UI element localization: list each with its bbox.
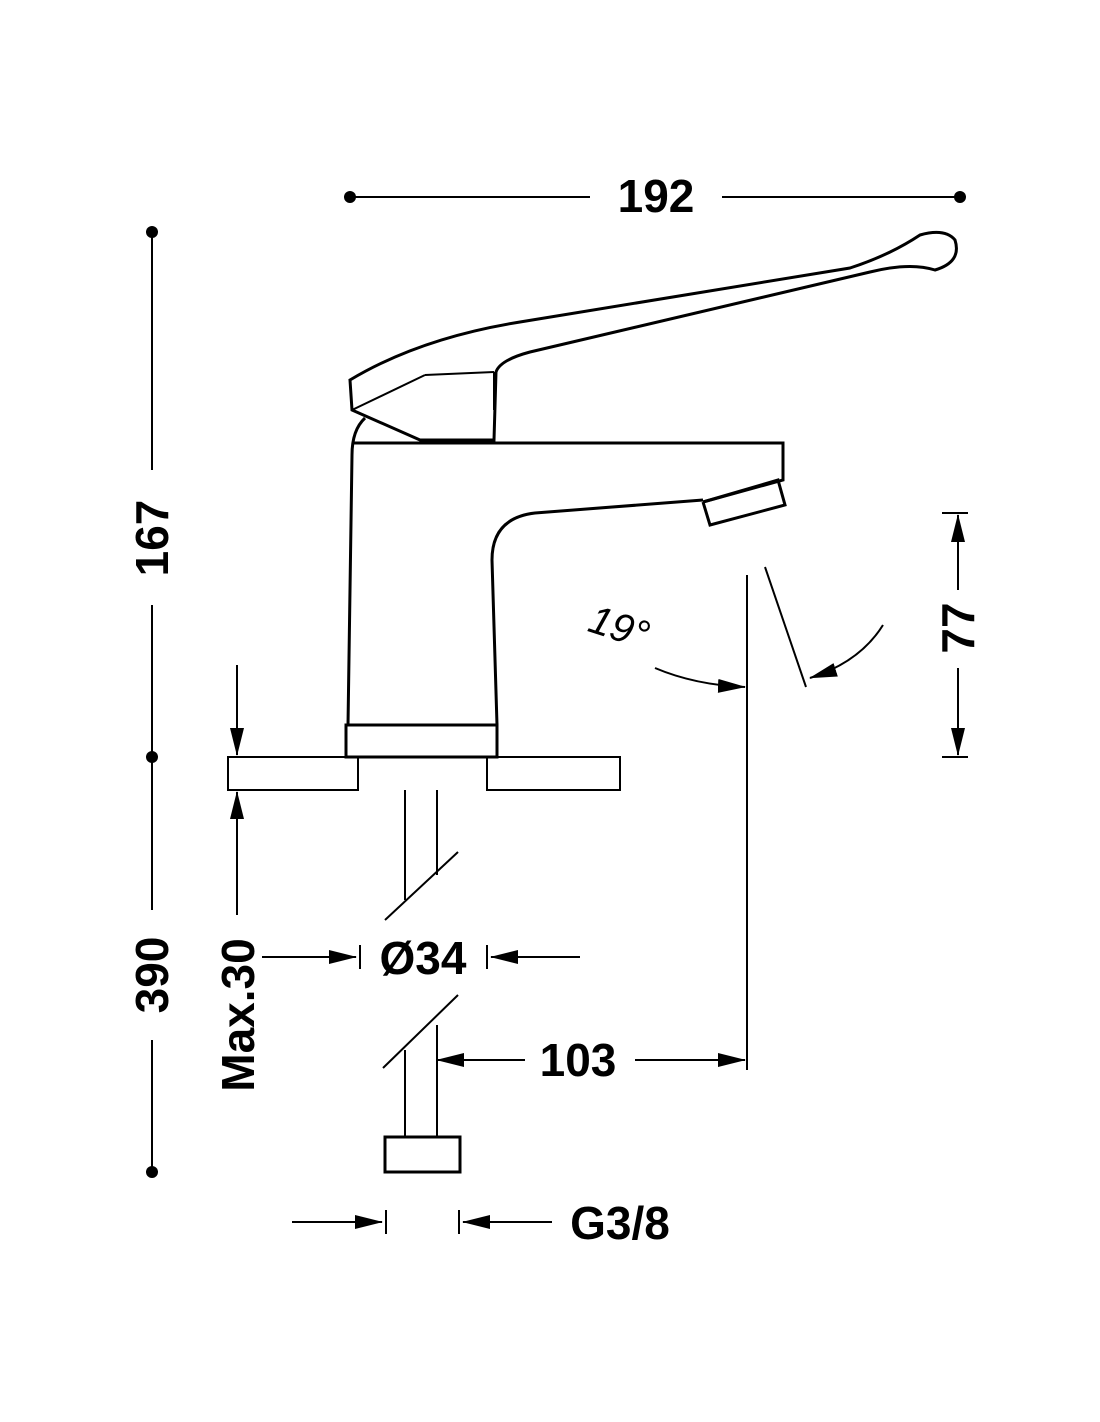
width-label: 192 bbox=[618, 170, 695, 222]
height-label: 167 bbox=[126, 500, 178, 577]
hole-diameter-label: Ø34 bbox=[380, 932, 467, 984]
reach-dimension: 103 bbox=[436, 575, 748, 1086]
supply-pipe bbox=[382, 790, 462, 1174]
width-dimension: 192 bbox=[344, 170, 966, 222]
connection-dimension: G3/8 bbox=[292, 1197, 670, 1249]
countertop bbox=[227, 756, 621, 791]
hole-diameter-dimension: Ø34 bbox=[262, 932, 580, 984]
height-dimension: 167 390 bbox=[126, 226, 178, 1178]
spout-clearance-label: 77 bbox=[932, 602, 984, 653]
angle-label: 19° bbox=[583, 597, 654, 658]
reach-label: 103 bbox=[540, 1034, 617, 1086]
faucet bbox=[344, 230, 958, 759]
angle-dimension: 19° bbox=[583, 566, 884, 693]
max-thickness-label: Max.30 bbox=[212, 938, 264, 1091]
hose-length-label: 390 bbox=[126, 937, 178, 1014]
max-thickness-dimension: Max.30 bbox=[212, 665, 264, 1092]
connection-label: G3/8 bbox=[570, 1197, 670, 1249]
spout-clearance-dimension: 77 bbox=[932, 512, 984, 758]
